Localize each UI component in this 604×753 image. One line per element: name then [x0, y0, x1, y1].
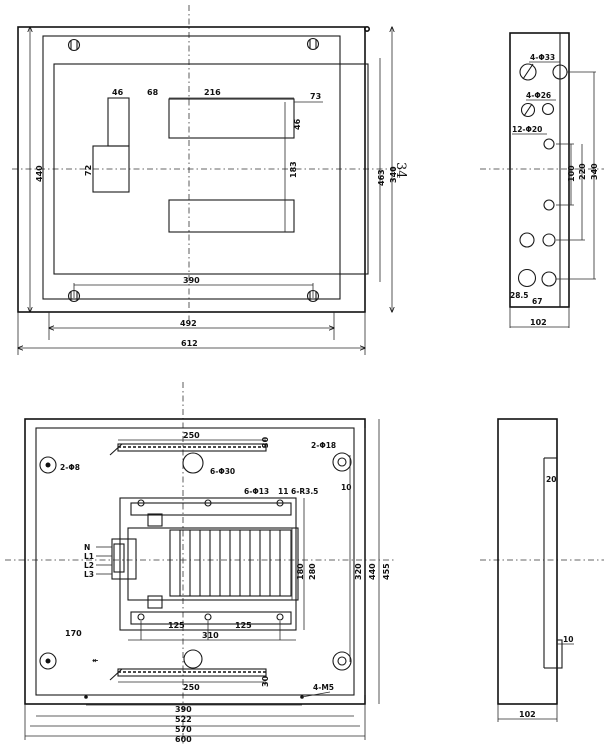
dim-455-label: 455 [382, 563, 391, 580]
dim-73-label: 73 [310, 92, 321, 101]
rail-30-bottom-label: 30 [261, 675, 270, 687]
inner-panel [53, 63, 369, 275]
dim-170-label: 170 [65, 629, 82, 638]
dim-183-label: 183 [289, 161, 298, 178]
hole-30-icon [183, 649, 203, 669]
top-side-view: 4-Φ33 4-Φ26 12-Φ20 100 220 340 28.5 67 1… [480, 32, 604, 328]
dim-46-vertical-label: 46 [293, 118, 302, 130]
terminal-n-label: N [84, 543, 90, 552]
mounting-plate [42, 35, 341, 300]
holes-6-13-label: 6-Φ13 [244, 487, 269, 496]
width-390-label: 390 [175, 705, 192, 714]
dim-46-label: 46 [112, 88, 124, 97]
bottom-front-view: 250 30 2-Φ8 6-Φ30 2-Φ18 10 6-Φ13 11 6-R3… [5, 382, 395, 745]
dim-11-label: 11 [278, 487, 288, 496]
mount-hole-icon [67, 38, 81, 52]
dim-216-label: 216 [204, 88, 221, 97]
width-570-label: 570 [175, 725, 192, 734]
holes-4-26-label: 4-Φ26 [526, 91, 551, 100]
dim-10-side-label: 10 [563, 635, 573, 644]
hole-30-icon [182, 452, 204, 474]
dim-180-label: 180 [296, 563, 305, 580]
dim-20-label: 20 [546, 475, 556, 484]
dim-28-5-label: 28.5 [510, 291, 529, 300]
dim-220-label: 220 [578, 163, 587, 180]
dim-67-label: 67 [532, 297, 542, 306]
outer-enclosure [17, 26, 366, 313]
holes-4-m5-label: 4-M5 [313, 683, 334, 692]
terminal-l1-label: L1 [84, 552, 94, 561]
dim-440-bottom-label: 440 [368, 563, 377, 580]
holes-2-18-label: 2-Φ18 [311, 441, 336, 450]
dim-125-left-label: 125 [168, 621, 185, 630]
dim-310-label: 310 [202, 631, 219, 640]
dim-320-label: 320 [354, 563, 363, 580]
rail-top [109, 443, 267, 456]
dim-280-label: 280 [308, 563, 317, 580]
terminal-l3-label: L3 [84, 570, 94, 579]
depth-102-bottom-label: 102 [519, 710, 536, 719]
holes-4-33-label: 4-Φ33 [530, 53, 555, 62]
dim-390-label: 390 [183, 276, 200, 285]
rail-bottom [109, 668, 267, 681]
depth-102-label: 102 [530, 318, 547, 327]
dim-340-side-label: 340 [590, 163, 599, 180]
breaker-row [169, 529, 292, 597]
width-600-label: 600 [175, 735, 192, 744]
dim-68-label: 68 [147, 88, 159, 97]
mount-hole-icon [306, 37, 320, 51]
dim-72-label: 72 [84, 165, 93, 176]
dim-100-label: 100 [567, 165, 576, 182]
holes-6-30-label: 6-Φ30 [210, 467, 235, 476]
arrow-icon: ↞ [92, 656, 98, 665]
holes-12-20-label: 12-Φ20 [512, 125, 542, 134]
dim-492-label: 492 [180, 319, 197, 328]
top-front-view: 46 68 216 73 46 72 183 440 390 492 612 4… [12, 5, 408, 355]
rail-250-top-label: 250 [183, 431, 200, 440]
holes-2-8-label: 2-Φ8 [60, 463, 80, 472]
hole-18-icon [332, 651, 352, 671]
dim-463-label: 463 [377, 169, 386, 186]
terminal-l2-label: L2 [84, 561, 94, 570]
knockout-hole-icon [520, 102, 536, 118]
handwritten-34-note: 34 [393, 162, 408, 179]
dim-340-label: 340 [389, 166, 398, 183]
hole-18-icon [332, 452, 352, 472]
dim-612-label: 612 [181, 339, 198, 348]
rail-250-bottom-label: 250 [183, 683, 200, 692]
slots-6-r3-5-label: 6-R3.5 [291, 487, 318, 496]
bottom-side-view: 20 10 102 [480, 418, 604, 722]
dim-440-label: 440 [35, 165, 44, 182]
width-522-label: 522 [175, 715, 192, 724]
hole-8-icon [39, 456, 57, 474]
rail-30-top-label: 30 [261, 436, 270, 448]
knockout-hole-icon [519, 63, 537, 81]
dim-125-right-label: 125 [235, 621, 252, 630]
dim-10-label: 10 [341, 483, 351, 492]
hole-8-icon [39, 652, 57, 670]
